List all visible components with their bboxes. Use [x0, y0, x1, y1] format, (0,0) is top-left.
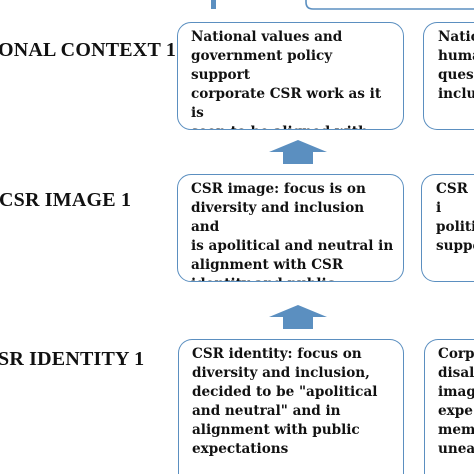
- up-arrow-image-to-context: [269, 140, 327, 164]
- csr-image-label: CSR IMAGE 1: [0, 189, 132, 211]
- national-context-box: National values and government policy su…: [177, 22, 404, 130]
- csr-image-side-box: CSR i politi suppo: [421, 174, 474, 282]
- national-context-label: ONAL CONTEXT 1: [0, 39, 177, 61]
- up-arrow-identity-to-image: [269, 305, 327, 329]
- national-context-side-box: Natio huma quest inclus: [423, 22, 474, 130]
- csr-identity-label: SR IDENTITY 1: [0, 348, 145, 370]
- csr-identity-box: CSR identity: focus on diversity and inc…: [178, 339, 404, 474]
- csr-image-box: CSR image: focus is on diversity and inc…: [177, 174, 404, 282]
- csr-identity-side-box: Corp disal imag expe mem unea: [424, 339, 474, 474]
- top-connector-stub: [211, 0, 474, 10]
